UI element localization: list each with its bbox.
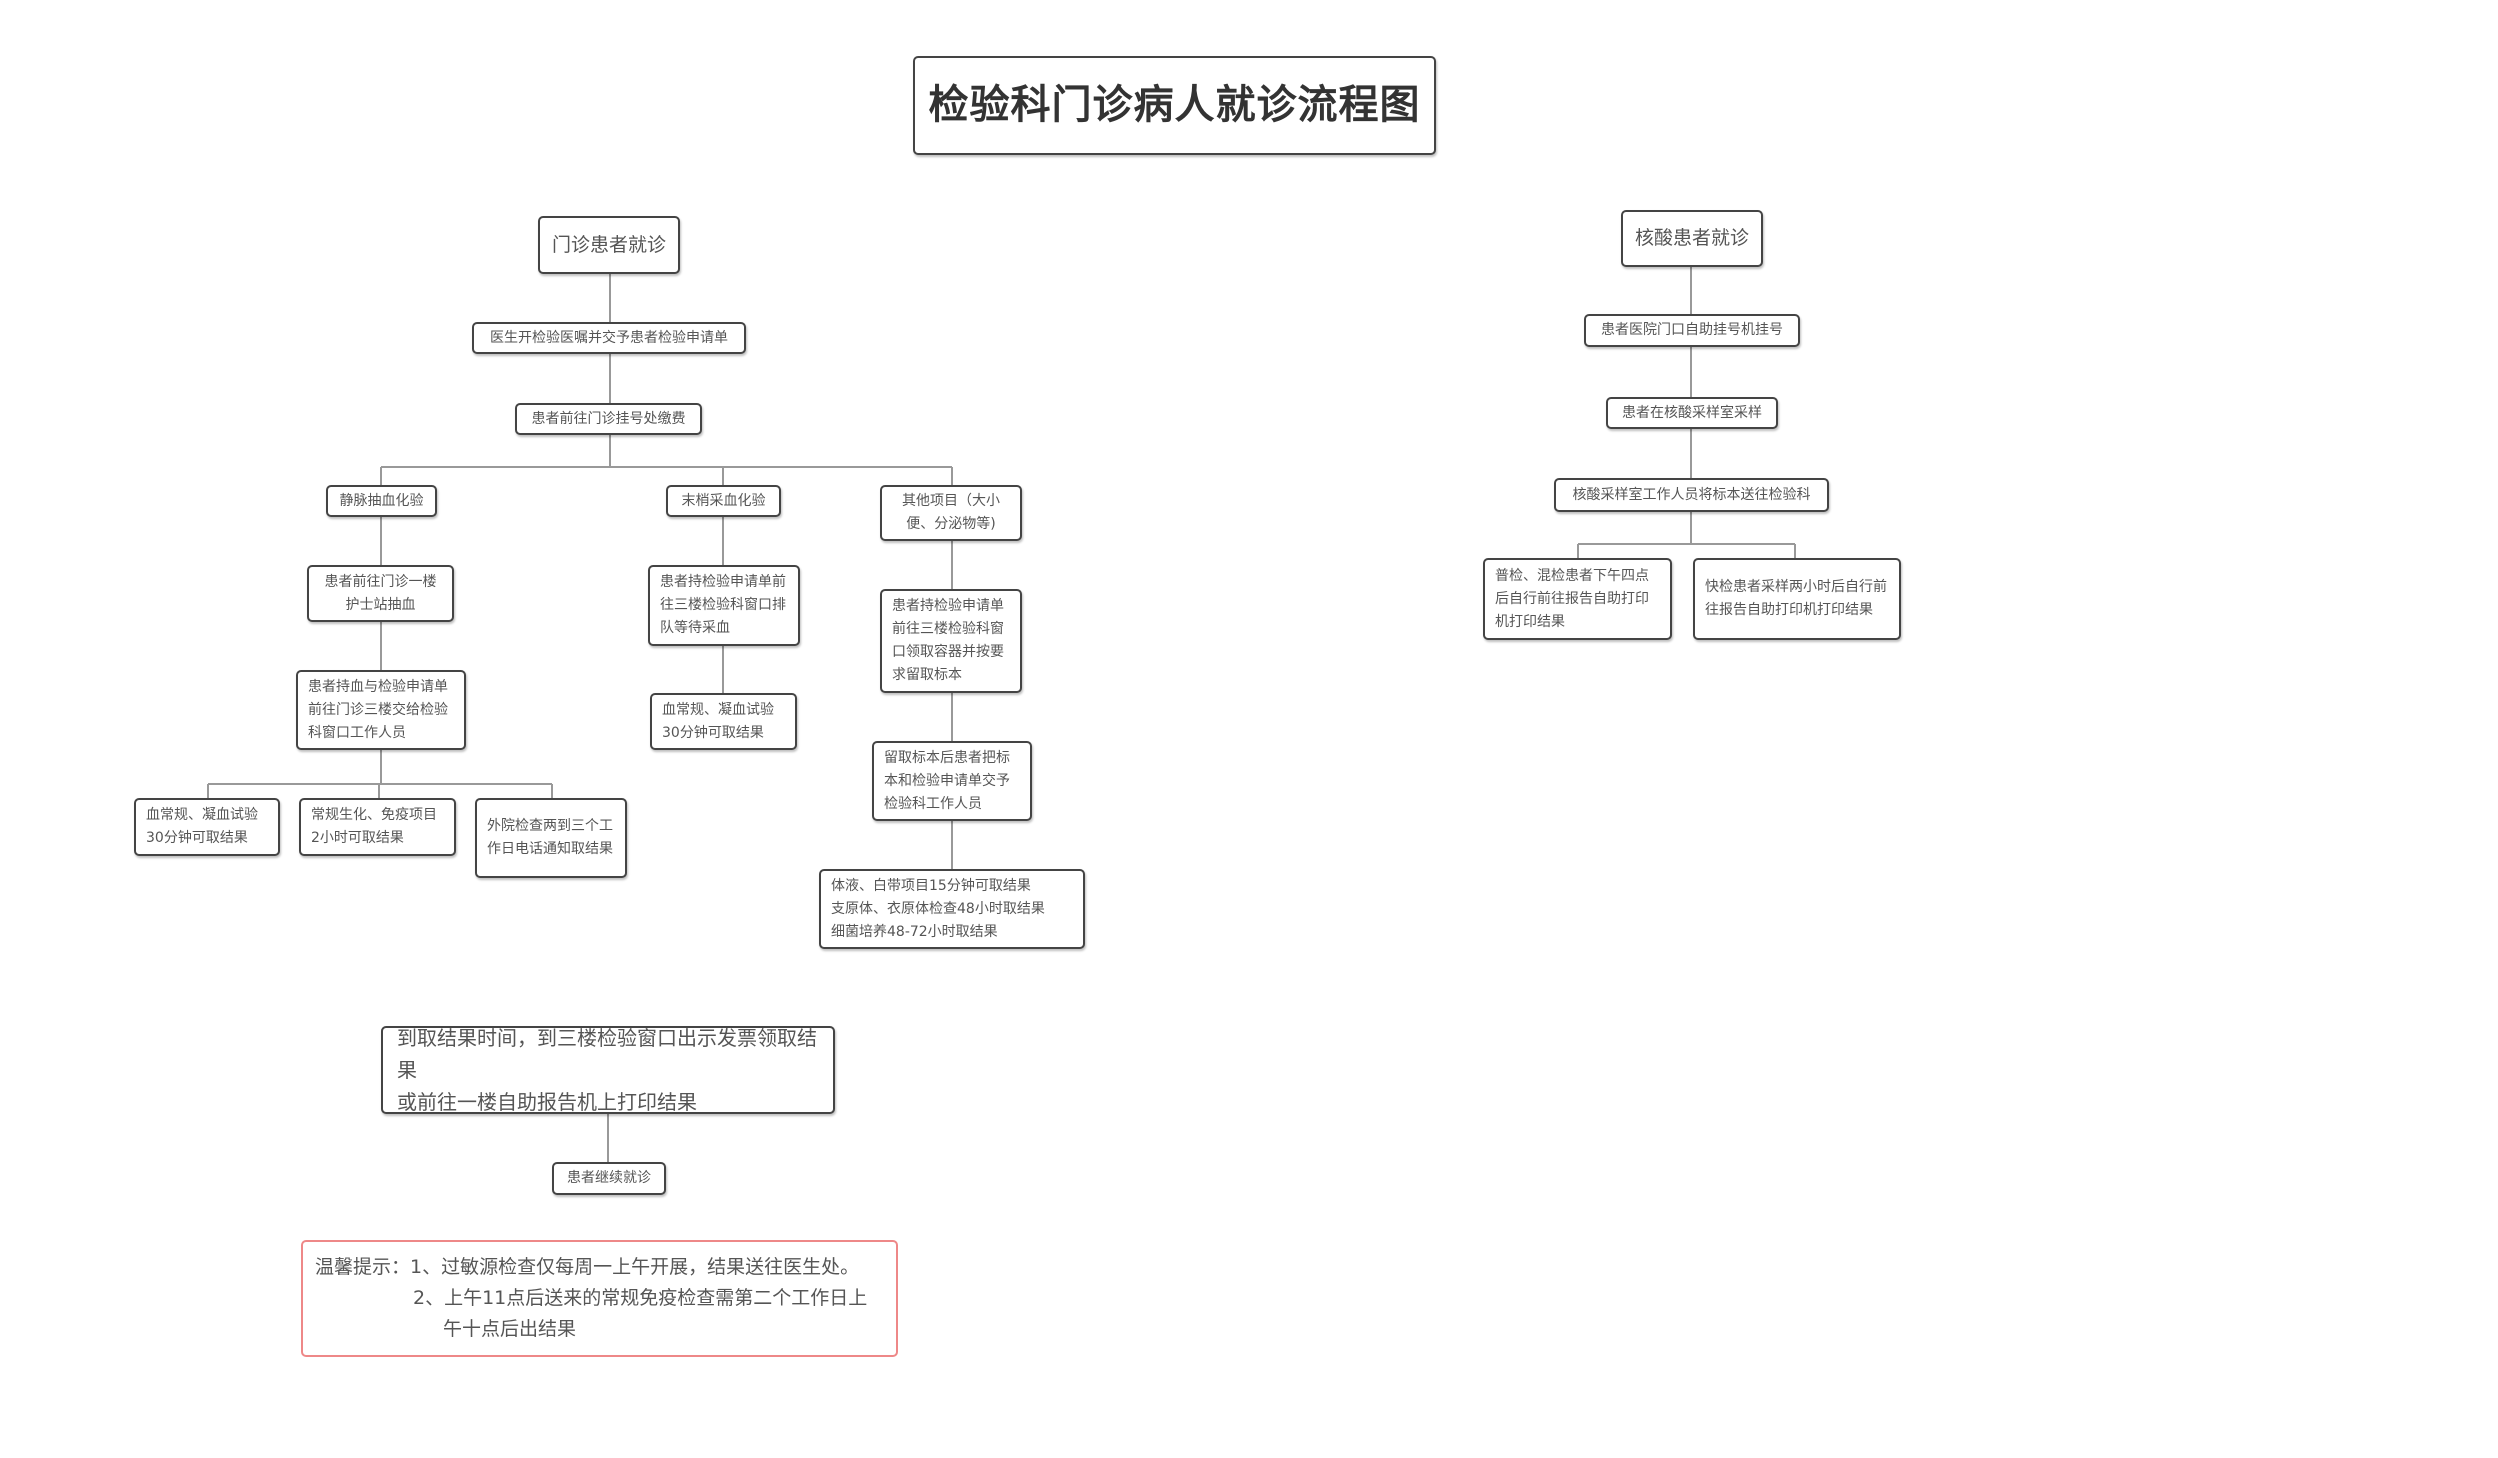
- venous-branch-node: 静脉抽血化验: [326, 485, 437, 517]
- tip-line-2: 2、上午11点后送来的常规免疫检查需第二个工作日上: [413, 1287, 868, 1309]
- peripheral-branch-node: 末梢采血化验: [666, 485, 781, 517]
- collect-results-node: 到取结果时间，到三楼检验窗口出示发票领取结果 或前往一楼自助报告机上打印结果: [381, 1026, 835, 1114]
- nucleic-step3-node: 核酸采样室工作人员将标本送往检验科: [1554, 478, 1829, 512]
- tip-box: 温馨提示：1、过敏源检查仅每周一上午开展，结果送往医生处。 2、上午11点后送来…: [301, 1240, 898, 1357]
- peripheral-step1-node: 患者持检验申请单前往三楼检验科窗口排队等待采血: [648, 565, 800, 646]
- nucleic-step1-node: 患者医院门口自助挂号机挂号: [1584, 314, 1800, 347]
- tip-prefix: 温馨提示：: [315, 1256, 411, 1278]
- payment-node: 患者前往门诊挂号处缴费: [515, 403, 702, 435]
- other-result-line: 支原体、衣原体检查48小时取结果: [831, 900, 1045, 917]
- other-step2-node: 留取标本后患者把标本和检验申请单交予检验科工作人员: [872, 741, 1032, 821]
- outpatient-root-node: 门诊患者就诊: [538, 216, 680, 274]
- collect-line: 或前往一楼自助报告机上打印结果: [397, 1090, 697, 1114]
- other-result-line: 细菌培养48-72小时取结果: [831, 923, 998, 940]
- nucleic-step2-node: 患者在核酸采样室采样: [1606, 397, 1778, 429]
- tip-text: 1、过敏源检查仅每周一上午开展，结果送往医生处。: [410, 1256, 860, 1278]
- other-result-line: 体液、白带项目15分钟可取结果: [831, 877, 1031, 894]
- nucleic-result-node: 快检患者采样两小时后自行前往报告自助打印机打印结果: [1693, 558, 1901, 640]
- collect-line: 到取结果时间，到三楼检验窗口出示发票领取结果: [397, 1026, 817, 1082]
- doctor-order-node: 医生开检验医嘱并交予患者检验申请单: [472, 322, 746, 354]
- nucleic-root-node: 核酸患者就诊: [1621, 210, 1763, 267]
- tip-line-1: 温馨提示：1、过敏源检查仅每周一上午开展，结果送往医生处。: [315, 1252, 859, 1283]
- venous-step1-node: 患者前往门诊一楼护士站抽血: [307, 565, 454, 622]
- other-branch-node: 其他项目（大小便、分泌物等): [880, 485, 1022, 541]
- tip-line-3: 午十点后出结果: [443, 1318, 577, 1340]
- venous-result-node: 外院检查两到三个工作日电话通知取结果: [475, 798, 627, 878]
- venous-result-node: 常规生化、免疫项目2小时可取结果: [299, 798, 456, 856]
- nucleic-result-node: 普检、混检患者下午四点后自行前往报告自助打印机打印结果: [1483, 558, 1672, 640]
- venous-step2-node: 患者持血与检验申请单前往门诊三楼交给检验科窗口工作人员: [296, 670, 466, 750]
- page-title: 检验科门诊病人就诊流程图: [913, 56, 1436, 155]
- other-step1-node: 患者持检验申请单前往三楼检验科窗口领取容器并按要求留取标本: [880, 589, 1022, 693]
- peripheral-result-node: 血常规、凝血试验30分钟可取结果: [650, 693, 797, 750]
- venous-result-node: 血常规、凝血试验30分钟可取结果: [134, 798, 280, 856]
- continue-visit-node: 患者继续就诊: [552, 1162, 666, 1195]
- other-results-node: 体液、白带项目15分钟可取结果 支原体、衣原体检查48小时取结果 细菌培养48-…: [819, 869, 1085, 949]
